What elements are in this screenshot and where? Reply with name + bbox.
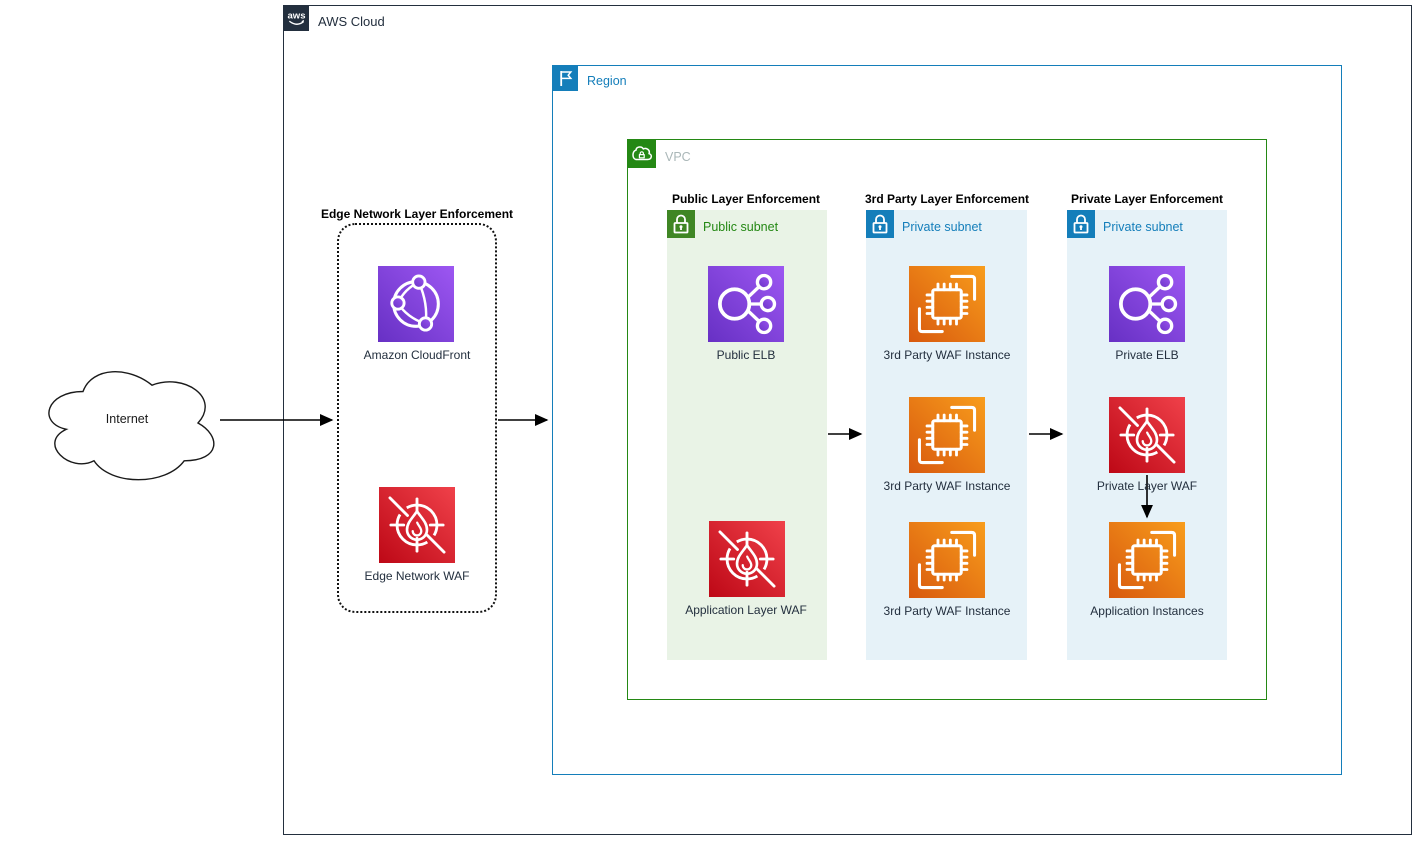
region-label: Region: [587, 74, 627, 88]
edge-group-title: Edge Network Layer Enforcement: [320, 207, 514, 221]
third-party-column-header: 3rd Party Layer Enforcement: [864, 192, 1030, 206]
public-elb-label: Public ELB: [716, 348, 776, 362]
ec2-instance-icon: [1109, 522, 1185, 598]
third-party-waf-instance-node: [909, 522, 985, 598]
cloudfront-node: [378, 266, 454, 342]
elb-icon: [708, 266, 784, 342]
private-subnet-lock-icon: [1067, 210, 1095, 243]
private-column-header: Private Layer Enforcement: [1070, 192, 1224, 206]
cloudfront-label: Amazon CloudFront: [363, 348, 471, 362]
third-party-waf-instance-node: [909, 397, 985, 473]
aws-logo-text: aws: [288, 11, 306, 22]
region-flag-icon: [553, 66, 578, 96]
third-party-waf-instance-label: 3rd Party WAF Instance: [883, 604, 1011, 618]
private-layer-waf-label: Private Layer WAF: [1096, 479, 1198, 493]
third-party-subnet-label: Private subnet: [902, 219, 982, 234]
ec2-instance-icon: [909, 266, 985, 342]
ec2-instance-icon: [909, 522, 985, 598]
public-subnet-label: Public subnet: [703, 219, 779, 234]
third-party-waf-instance-label: 3rd Party WAF Instance: [883, 348, 1011, 362]
waf-icon: [379, 487, 455, 563]
application-layer-waf-label: Application Layer WAF: [685, 603, 807, 617]
public-column-header: Public Layer Enforcement: [671, 192, 821, 206]
private-elb-label: Private ELB: [1115, 348, 1179, 362]
ec2-instance-icon: [909, 397, 985, 473]
edge-waf-node: [379, 487, 455, 563]
application-instances-node: [1109, 522, 1185, 598]
public-elb-node: [708, 266, 784, 342]
private-subnet-lock-icon: [866, 210, 894, 243]
region-container: Region: [552, 65, 1342, 775]
aws-logo-icon: aws: [284, 6, 309, 36]
cloudfront-icon: [378, 266, 454, 342]
application-instances-label: Application Instances: [1090, 604, 1204, 618]
waf-icon: [709, 521, 785, 597]
edge-waf-label: Edge Network WAF: [364, 569, 470, 583]
internet-label: Internet: [105, 412, 149, 426]
vpc-icon: [628, 140, 656, 173]
private-subnet-label: Private subnet: [1103, 219, 1183, 234]
private-layer-waf-node: [1109, 397, 1185, 473]
aws-cloud-label: AWS Cloud: [318, 13, 385, 29]
private-elb-node: [1109, 266, 1185, 342]
vpc-container: VPC: [627, 139, 1267, 700]
application-layer-waf-node: [709, 521, 785, 597]
elb-icon: [1109, 266, 1185, 342]
third-party-waf-instance-label: 3rd Party WAF Instance: [883, 479, 1011, 493]
third-party-waf-instance-node: [909, 266, 985, 342]
vpc-label: VPC: [665, 149, 691, 164]
waf-icon: [1109, 397, 1185, 473]
public-subnet-lock-icon: [667, 210, 695, 243]
